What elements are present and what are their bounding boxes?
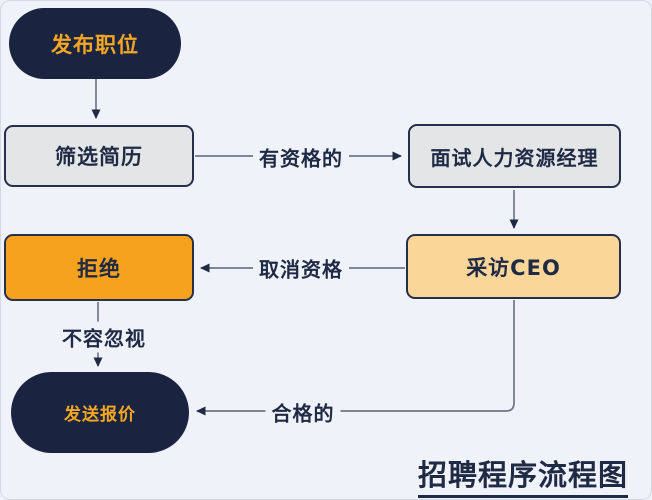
node-screen-resumes-label: 筛选简历	[55, 145, 143, 169]
node-interview-hr-manager-label: 面试人力资源经理	[430, 145, 599, 170]
node-interview-hr-manager: 面试人力资源经理	[408, 124, 621, 188]
node-send-offer: 发送报价	[11, 372, 189, 453]
edge-label-cannot-ignore: 不容忽视	[56, 321, 152, 353]
node-publish-position-label: 发布职位	[51, 32, 139, 57]
node-interview-ceo-label: 采访CEO	[466, 255, 561, 280]
node-interview-ceo: 采访CEO	[406, 234, 621, 299]
node-screen-resumes: 筛选简历	[4, 125, 194, 187]
node-reject-label: 拒绝	[77, 256, 121, 281]
edge-label-disqualified: 取消资格	[253, 252, 349, 284]
edge-label-qualified: 有资格的	[253, 141, 349, 173]
node-reject: 拒绝	[4, 234, 194, 301]
flowchart-title: 招聘程序流程图	[418, 452, 629, 498]
edge-label-passed: 合格的	[265, 396, 341, 428]
node-publish-position: 发布职位	[9, 8, 181, 79]
node-send-offer-label: 发送报价	[64, 405, 136, 425]
